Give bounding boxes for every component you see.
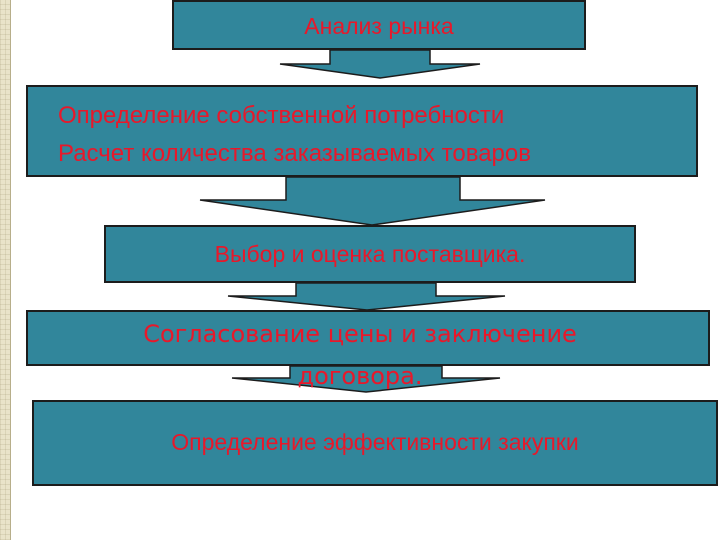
- step-supplier-selection: Выбор и оценка поставщика.: [104, 225, 636, 283]
- step-line-order-quantity: Расчет количества заказываемых товаров: [58, 140, 531, 167]
- step-purchase-efficiency: Определение эффективности закупки: [32, 400, 718, 486]
- arrow-down-2: [199, 176, 546, 226]
- step-needs-and-quantity: Определение собственной потребности Расч…: [26, 85, 698, 177]
- arrow-down-4: [231, 365, 501, 393]
- step-line-own-needs: Определение собственной потребности: [58, 102, 505, 129]
- step-price-agreement: [26, 310, 710, 366]
- arrow-down-3: [227, 282, 506, 311]
- step-market-analysis: Анализ рынка: [172, 0, 586, 50]
- arrow-down-1: [279, 49, 481, 79]
- step-label: Выбор и оценка поставщика.: [214, 241, 526, 267]
- step-label: Определение эффективности закупки: [171, 429, 579, 455]
- step-line-price-agreement: Согласование цены и заключение: [143, 320, 577, 348]
- decorative-side-strip: [0, 0, 11, 540]
- step-label: Анализ рынка: [304, 13, 454, 39]
- step-line-contract: договора.: [297, 362, 423, 390]
